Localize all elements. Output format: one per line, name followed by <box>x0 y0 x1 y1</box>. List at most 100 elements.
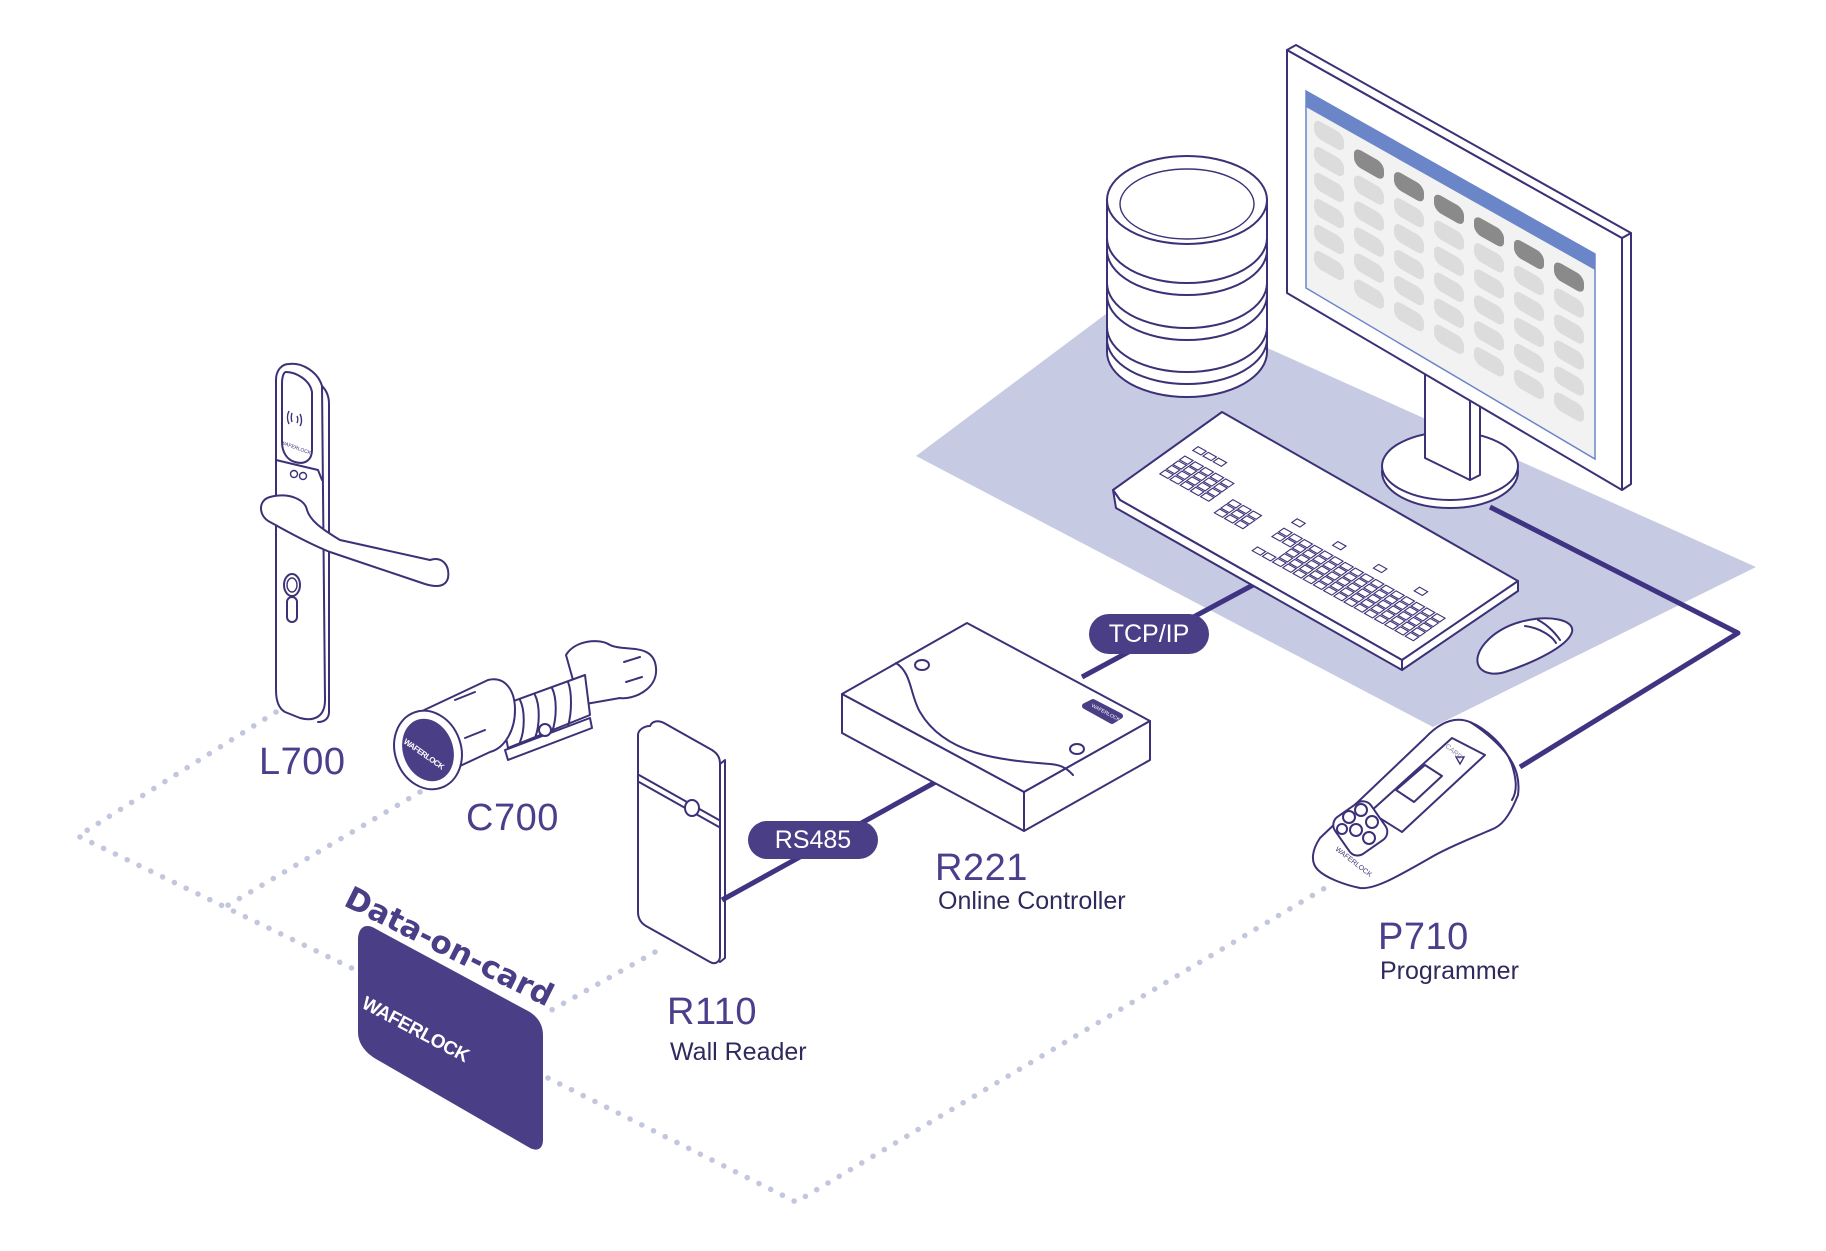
screen-grid-cell <box>1434 220 1464 250</box>
screen-grid-cell <box>1354 201 1384 231</box>
screen-header-bar <box>1306 91 1595 270</box>
screen-grid-cell <box>1554 262 1584 292</box>
keyboard-key <box>1423 617 1440 628</box>
keyboard-key <box>1182 465 1198 476</box>
screen-grid <box>1314 120 1584 422</box>
keyboard-key <box>1297 538 1314 549</box>
keyboard-key <box>1349 592 1366 603</box>
keyboard-key <box>1335 576 1352 587</box>
keyboard-key <box>1345 582 1362 593</box>
screen-grid-cell <box>1474 243 1504 273</box>
keyboard-key <box>1175 470 1192 481</box>
keyboard-key <box>1294 553 1311 564</box>
keyboard-key <box>1379 584 1396 595</box>
keyboard-key <box>1195 481 1212 492</box>
keyboard-key <box>1390 615 1406 626</box>
keyboard-key <box>1171 460 1188 470</box>
keyboard-key <box>1396 610 1413 621</box>
online-controller-icon <box>841 622 1151 832</box>
keyboard-key <box>1191 445 1208 456</box>
keyboard-key <box>1359 598 1376 609</box>
screen-grid-cell <box>1314 172 1344 203</box>
keyboard-key <box>1380 609 1396 620</box>
keyboard-key <box>1372 563 1388 574</box>
keyboard-key <box>1399 595 1416 606</box>
screen-grid-cell <box>1394 276 1424 306</box>
cylinder-lock-icon <box>393 640 658 791</box>
keyboard-key <box>1185 476 1202 486</box>
screen-grid-cell <box>1314 146 1344 177</box>
keyboard-key <box>1251 546 1267 556</box>
keyboard-key <box>1369 578 1385 589</box>
keyboard-key <box>1363 608 1379 619</box>
mouse-icon <box>1476 617 1574 675</box>
keyboard-key <box>1291 543 1307 554</box>
keyboard-key <box>1352 577 1369 588</box>
screen-grid-cell <box>1314 198 1344 229</box>
keyboard-key <box>1353 603 1369 613</box>
keyboard-key <box>1318 550 1334 560</box>
keyboard-key <box>1410 601 1426 612</box>
keyboard-key <box>1236 504 1253 515</box>
keyboard-key <box>1369 604 1386 614</box>
dotted-link-r110 <box>545 949 658 1015</box>
keyboard-key <box>1271 557 1288 568</box>
keyboard-key <box>1393 600 1409 611</box>
monitor-icon <box>1286 44 1632 509</box>
screen-grid-cell <box>1394 250 1424 280</box>
keyboard-key <box>1240 515 1256 525</box>
keyboard-key <box>1287 533 1304 543</box>
keyboard-key <box>1328 555 1345 566</box>
screen-grid-cell <box>1554 314 1584 344</box>
keyboard-key <box>1413 586 1429 597</box>
screen-grid-cell <box>1434 298 1464 328</box>
screen-grid-cell <box>1354 149 1384 179</box>
keyboard-key <box>1219 503 1236 514</box>
keyboard-key <box>1386 605 1403 615</box>
screen-grid-cell <box>1514 343 1544 374</box>
keyboard-key <box>1362 583 1379 594</box>
screen-grid-cell <box>1514 291 1544 322</box>
keyboard-icon <box>1112 411 1519 671</box>
screen-grid-cell <box>1474 321 1504 351</box>
keyboard-key <box>1312 580 1328 591</box>
keyboard-key <box>1291 569 1308 579</box>
programmer-icon <box>1312 718 1520 890</box>
keyboard-key <box>1233 519 1250 530</box>
keyboard-key <box>1413 611 1430 622</box>
keyboard-key <box>1342 572 1358 582</box>
screen-grid-cell <box>1514 265 1544 296</box>
keyboard-key <box>1213 508 1229 519</box>
device-model-c700: C700 <box>466 797 559 839</box>
keyboard-key <box>1372 589 1389 599</box>
keyboard-key <box>1348 567 1365 578</box>
keyboard-key <box>1188 461 1205 471</box>
screen-grid-cell <box>1314 224 1344 255</box>
keyboard-key <box>1223 514 1240 524</box>
device-model-r110: R110 <box>667 991 758 1033</box>
keyboard-key <box>1329 581 1345 592</box>
screen-grid-cell <box>1354 253 1384 283</box>
keyboard-key <box>1178 455 1195 466</box>
keyboard-key <box>1230 509 1246 520</box>
database-icon <box>1106 155 1268 398</box>
device-description-p710: Programmer <box>1380 957 1519 985</box>
controller-brand-badge <box>1082 699 1123 724</box>
keyboard-key <box>1376 599 1393 610</box>
keyboard-key <box>1305 559 1321 570</box>
keyboard-key <box>1383 594 1399 605</box>
screen-grid-cell <box>1474 295 1504 325</box>
keyboard-key <box>1338 561 1355 572</box>
keyboard-key <box>1201 451 1218 462</box>
keyboard-key <box>1339 587 1355 597</box>
screen-grid-cell <box>1314 120 1344 151</box>
keyboard-key <box>1430 612 1447 623</box>
keyboard-key <box>1212 457 1228 468</box>
keyboard-key <box>1277 527 1294 538</box>
screen-grid-cell <box>1394 302 1424 332</box>
keyboard-key <box>1198 466 1215 477</box>
keyboard-key <box>1246 510 1263 521</box>
screen-grid-cell <box>1394 198 1424 228</box>
keyboard-key <box>1393 626 1410 636</box>
keyboard-key <box>1417 622 1433 633</box>
